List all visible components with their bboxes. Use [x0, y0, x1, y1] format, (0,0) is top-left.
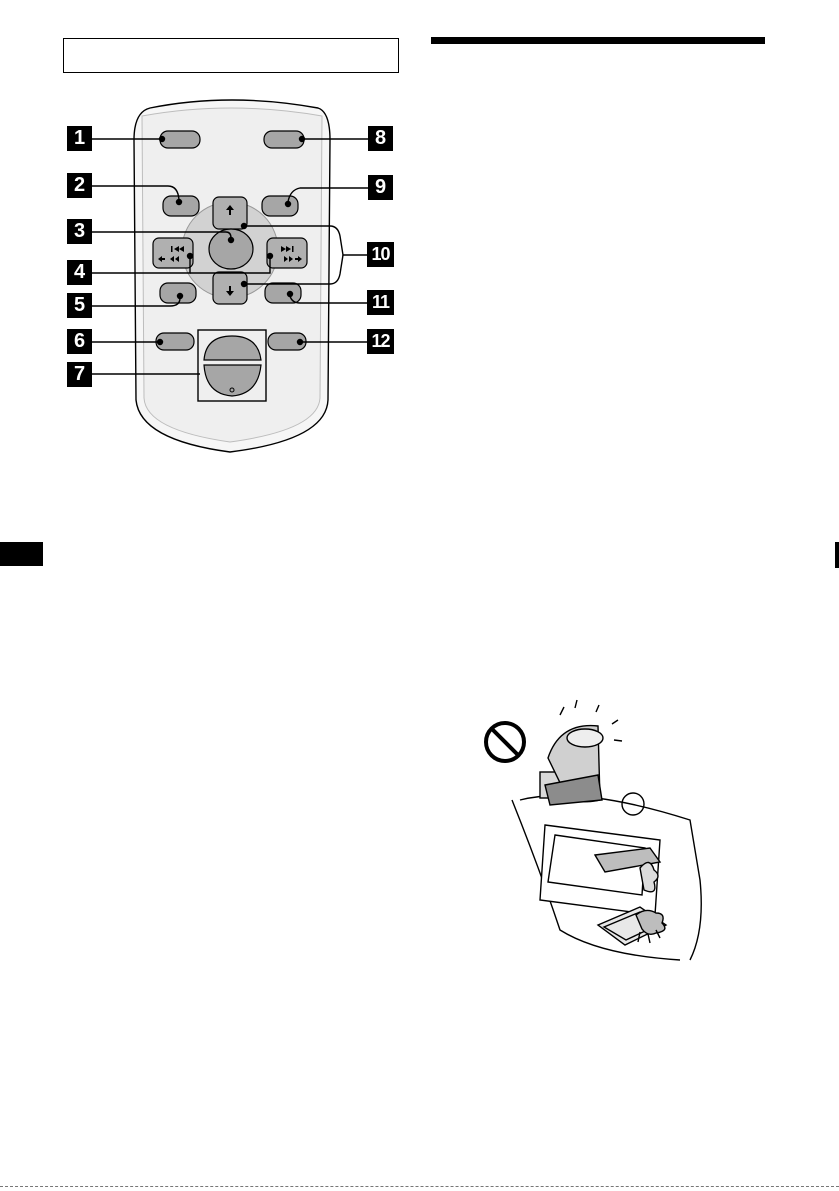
remote-button-9: [262, 196, 298, 216]
remote-button-prev: [153, 238, 193, 268]
caution-illustration: [486, 700, 701, 960]
remote-button-5: [160, 283, 196, 303]
remote-button-1: [160, 131, 200, 148]
remote-button-2: [163, 196, 199, 216]
remote-button-next: [267, 238, 307, 268]
remote-button-8: [264, 131, 304, 148]
remote-button-11: [265, 283, 301, 303]
